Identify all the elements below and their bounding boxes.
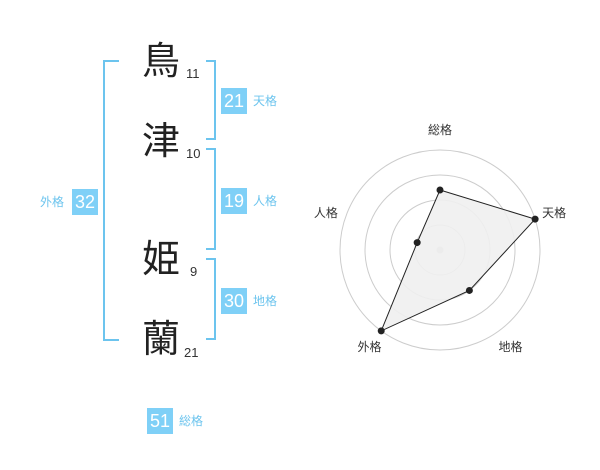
radar-point-2 [531, 215, 539, 223]
stroke-count-1: 11 [186, 66, 200, 81]
name-char-1: 鳥 [142, 39, 181, 83]
name-char-3: 姫 [142, 237, 181, 281]
stroke-count-4: 21 [184, 345, 199, 360]
radar-axis-label: 外格 [357, 339, 381, 354]
radar-point-4 [377, 327, 385, 335]
soukaku-value: 51 [147, 408, 173, 434]
radar-point-3 [465, 286, 473, 294]
jinkaku-value: 19 [221, 188, 247, 214]
stroke-count-2: 10 [186, 146, 201, 161]
radar-points [377, 186, 539, 335]
radar-point-1 [436, 186, 444, 194]
radar-ring [364, 174, 516, 326]
radar-axis-label: 天格 [542, 205, 566, 220]
radar-axis-label: 総格 [428, 122, 452, 137]
tenkaku-label: 天格 [253, 94, 278, 108]
radar-axis-label: 地格 [499, 339, 523, 354]
stroke-count-3: 9 [190, 264, 198, 279]
name-char-2: 津 [142, 119, 181, 163]
tenkaku-value: 21 [221, 88, 247, 114]
gaikaku-label: 外格 [40, 195, 65, 209]
soukaku-label: 総格 [179, 414, 204, 428]
jinkaku-label: 人格 [253, 194, 278, 208]
radar-ring [339, 149, 541, 351]
gaikaku-value: 32 [72, 189, 98, 215]
chikaku-value: 30 [221, 288, 247, 314]
name-char-4: 蘭 [142, 317, 181, 361]
radar-axis-label: 人格 [314, 205, 338, 220]
radar-point-5 [413, 239, 421, 247]
chikaku-label: 地格 [253, 294, 278, 308]
radar-area [380, 189, 537, 332]
